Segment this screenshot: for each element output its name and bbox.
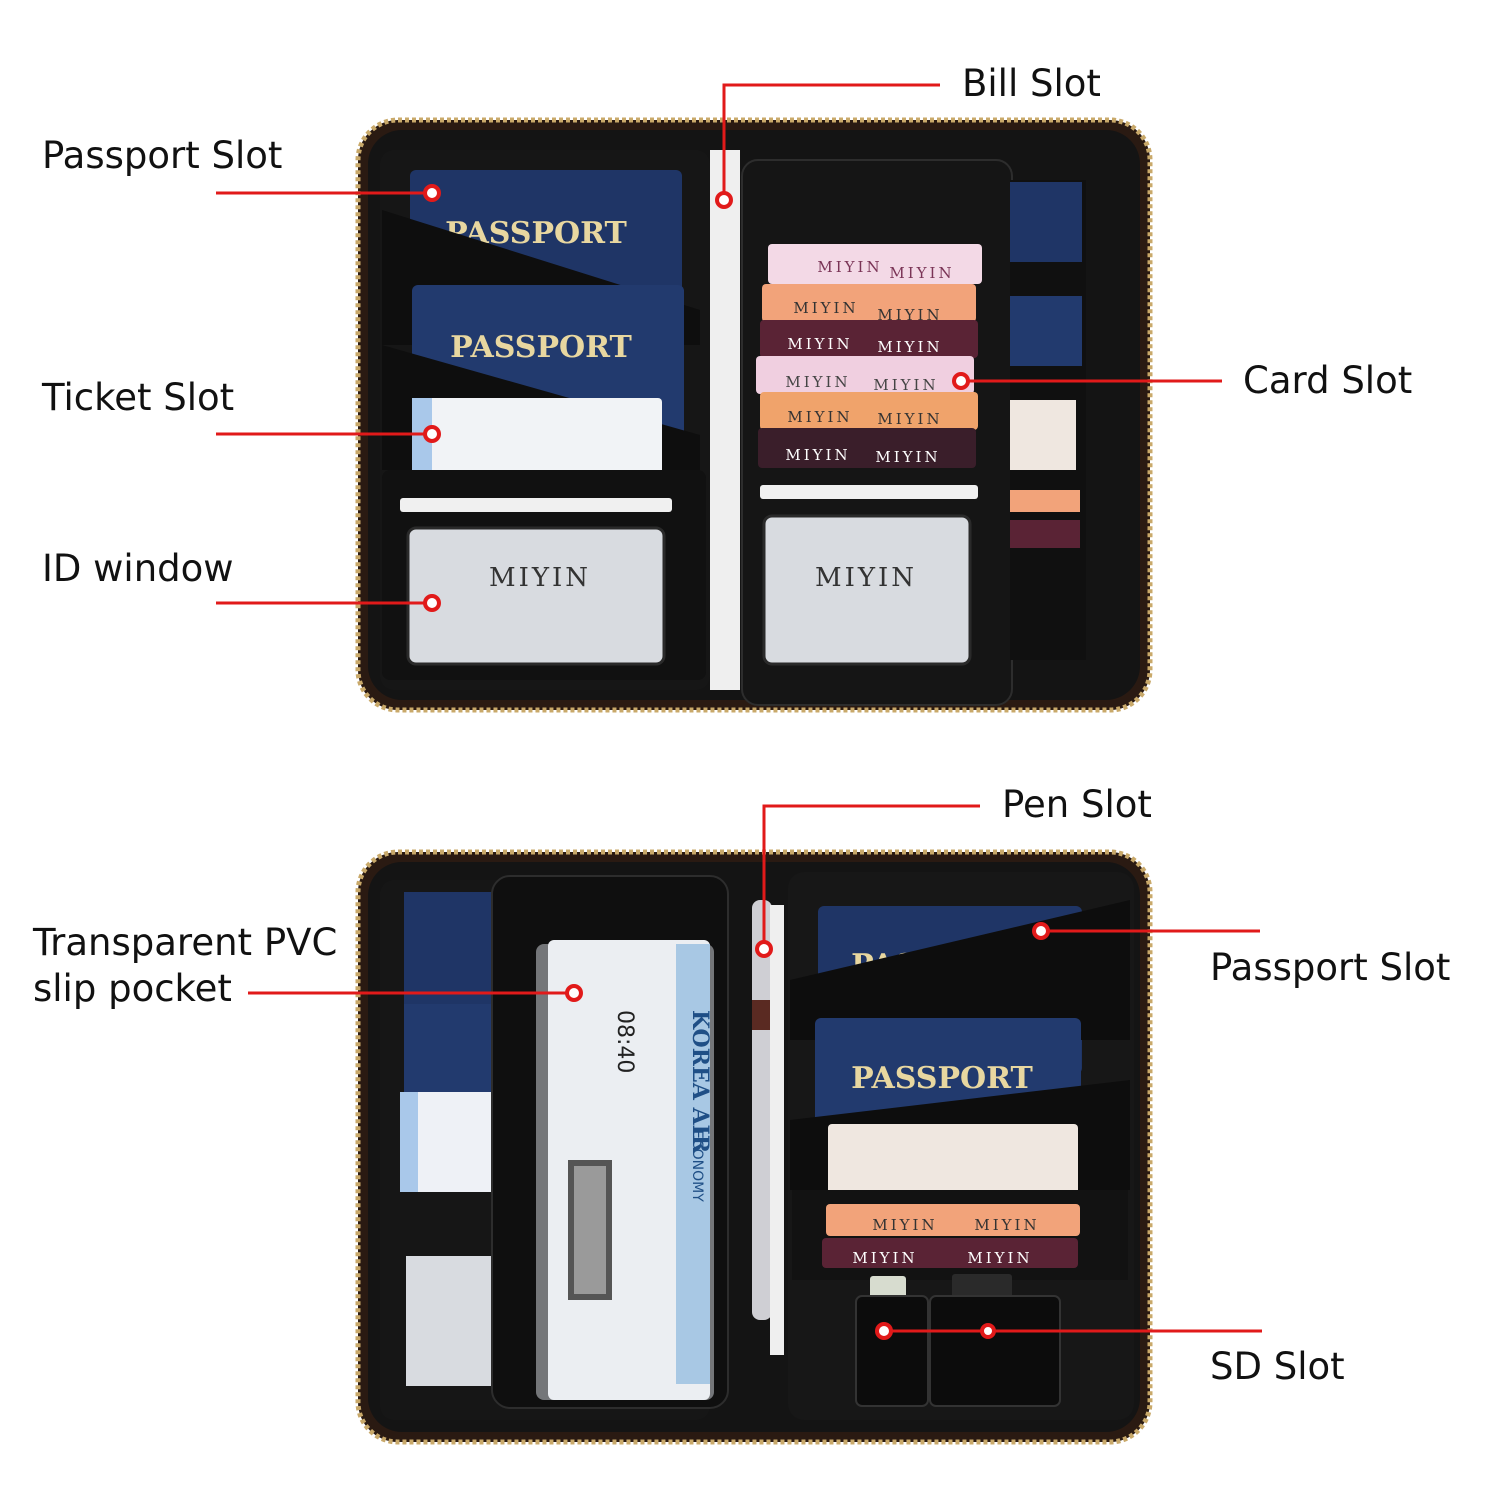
label-id-window: ID window xyxy=(42,547,234,590)
svg-text:MIYIN: MIYIN xyxy=(877,410,942,428)
label-card-slot: Card Slot xyxy=(1243,359,1413,402)
label-ticket-slot: Ticket Slot xyxy=(42,376,235,419)
ticket-class: ECONOMY xyxy=(689,1130,705,1202)
top-wallet: PASSPORT PASSPORT MIYIN xyxy=(355,117,1153,713)
pen xyxy=(752,900,784,1355)
svg-text:MIYIN: MIYIN xyxy=(852,1249,917,1267)
passport-2-label: PASSPORT xyxy=(450,330,632,365)
label-passport-slot-top: Passport Slot xyxy=(42,134,283,177)
svg-text:MIYIN: MIYIN xyxy=(875,448,940,466)
svg-text:MIYIN: MIYIN xyxy=(877,306,942,324)
svg-text:MIYIN: MIYIN xyxy=(793,299,858,317)
bottom-right-panel: PASSPORT PASSPORT MIYIN MIYIN MIYIN MIYI… xyxy=(788,872,1134,1420)
svg-text:MIYIN: MIYIN xyxy=(872,1216,937,1234)
id-window-left: MIYIN xyxy=(406,526,666,666)
svg-text:MIYIN: MIYIN xyxy=(785,446,850,464)
bottom-wallet: KOREA AIR ECONOMY 08:40 PASSPORT PASS xyxy=(355,849,1153,1445)
card-6: MIYIN MIYIN xyxy=(758,428,976,468)
svg-text:MIYIN: MIYIN xyxy=(787,335,852,353)
svg-text:MIYIN: MIYIN xyxy=(974,1216,1039,1234)
top-card-flap: MIYIN MIYIN MIYIN MIYIN MIYIN MIYIN MIYI… xyxy=(741,159,1013,706)
card-5: MIYIN MIYIN xyxy=(760,392,978,430)
pvc-pocket: KOREA AIR ECONOMY 08:40 xyxy=(491,875,729,1409)
label-pen-slot: Pen Slot xyxy=(1002,783,1152,826)
line-pen-slot xyxy=(762,804,980,949)
svg-text:MIYIN: MIYIN xyxy=(967,1249,1032,1267)
dot-pen-slot xyxy=(755,940,773,958)
ticket-time: 08:40 xyxy=(612,1010,637,1073)
top-left-panel: PASSPORT PASSPORT MIYIN xyxy=(380,150,710,690)
passport-4-label: PASSPORT xyxy=(851,1061,1033,1096)
svg-text:MIYIN: MIYIN xyxy=(817,258,882,276)
svg-text:MIYIN: MIYIN xyxy=(877,338,942,356)
ticket-airline: KOREA AIR xyxy=(687,1010,713,1154)
dot-bill-slot xyxy=(715,191,733,209)
dot-sd-slot-2 xyxy=(980,1323,996,1339)
card-4: MIYIN MIYIN xyxy=(756,356,974,394)
top-back-panel xyxy=(1010,180,1086,660)
ticket-top xyxy=(412,398,662,474)
id-window-right: MIYIN xyxy=(762,514,972,666)
label-passport-slot-bottom: Passport Slot xyxy=(1210,946,1451,989)
label-sd-slot: SD Slot xyxy=(1210,1345,1345,1388)
card-3: MIYIN MIYIN xyxy=(760,320,978,358)
boarding-pass: KOREA AIR ECONOMY 08:40 xyxy=(548,940,713,1400)
sd-pockets xyxy=(855,1274,1061,1407)
label-bill-slot: Bill Slot xyxy=(962,62,1101,105)
dot-id-window xyxy=(423,594,441,612)
card-7: MIYIN MIYIN xyxy=(826,1204,1080,1236)
dot-passport-slot-top xyxy=(423,184,441,202)
svg-text:MIYIN: MIYIN xyxy=(889,264,954,282)
dot-card-slot xyxy=(952,372,970,390)
dot-sd-slot-1 xyxy=(875,1322,893,1340)
card-2: MIYIN MIYIN xyxy=(762,284,976,324)
svg-text:MIYIN: MIYIN xyxy=(873,376,938,394)
card-8: MIYIN MIYIN xyxy=(822,1238,1078,1268)
line-bill-slot xyxy=(722,83,940,200)
svg-text:MIYIN: MIYIN xyxy=(785,373,850,391)
callout-dots xyxy=(423,184,1050,1340)
dot-passport-slot-bottom xyxy=(1032,922,1050,940)
id-card-right-label: MIYIN xyxy=(815,563,917,593)
id-card-left-label: MIYIN xyxy=(489,563,591,593)
dot-pvc-pocket xyxy=(565,984,583,1002)
label-pvc-pocket: Transparent PVC slip pocket xyxy=(33,921,338,1010)
dot-ticket-slot xyxy=(423,425,441,443)
card-1: MIYIN MIYIN xyxy=(768,244,982,284)
callout-lines xyxy=(216,83,1262,1333)
svg-text:MIYIN: MIYIN xyxy=(787,408,852,426)
